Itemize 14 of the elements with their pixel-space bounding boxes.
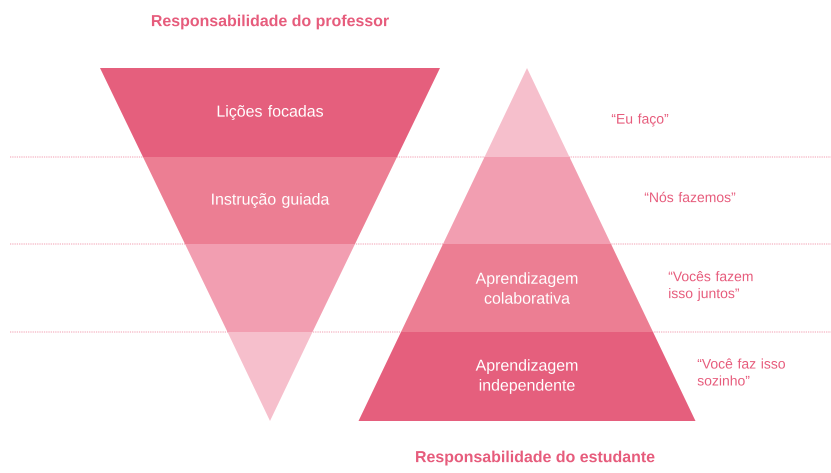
- quote-text: “Vocês fazem isso juntos”: [668, 271, 753, 301]
- pyramid-band: Lições focadas: [100, 68, 440, 157]
- pyramid-tip: [484, 68, 570, 157]
- quote-text: “Você faz isso sozinho”: [698, 358, 785, 386]
- pyramid-band: [185, 244, 355, 332]
- pyramid-band: Aprendizagem colaborativa: [400, 244, 654, 332]
- heading: Responsabilidade do professor: [152, 14, 389, 30]
- pyramid-band: Instrução guiada: [142, 157, 398, 244]
- quote-text: “Nós fazemos”: [644, 192, 736, 202]
- pyramid-band: Aprendizagem independente: [358, 332, 696, 421]
- heading: Responsabilidade do estudante: [416, 450, 654, 466]
- quote-text: “Eu faço”: [612, 113, 668, 127]
- pyramid-tip: [228, 332, 312, 421]
- pyramid-band: [443, 157, 612, 244]
